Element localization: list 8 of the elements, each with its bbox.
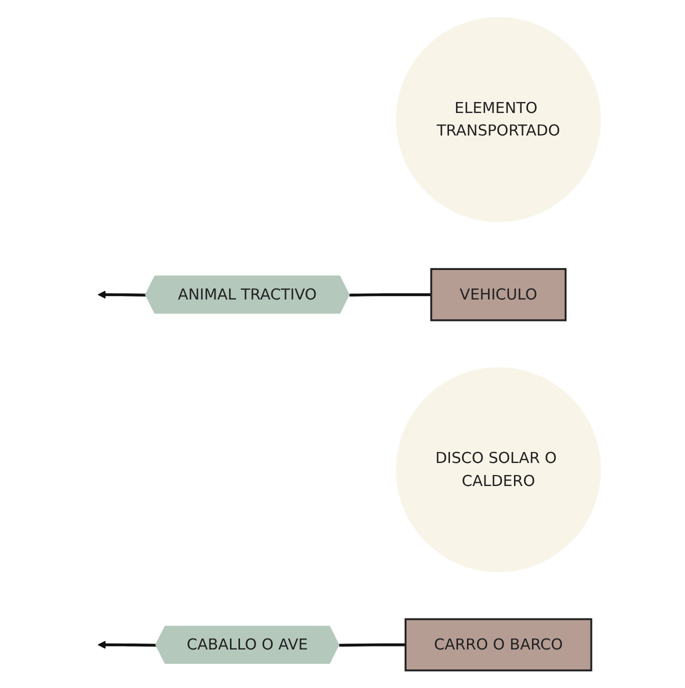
arrow: [98, 290, 146, 299]
connector: [350, 293, 432, 297]
node-box: VEHICULO: [430, 268, 567, 322]
node-box: CARRO O BARCO: [404, 618, 593, 672]
node-circle: ELEMENTO TRANSPORTADO: [396, 17, 602, 222]
arrow: [98, 640, 157, 649]
connector: [339, 643, 406, 647]
node-circle: DISCO SOLAR O CALDERO: [396, 367, 602, 572]
